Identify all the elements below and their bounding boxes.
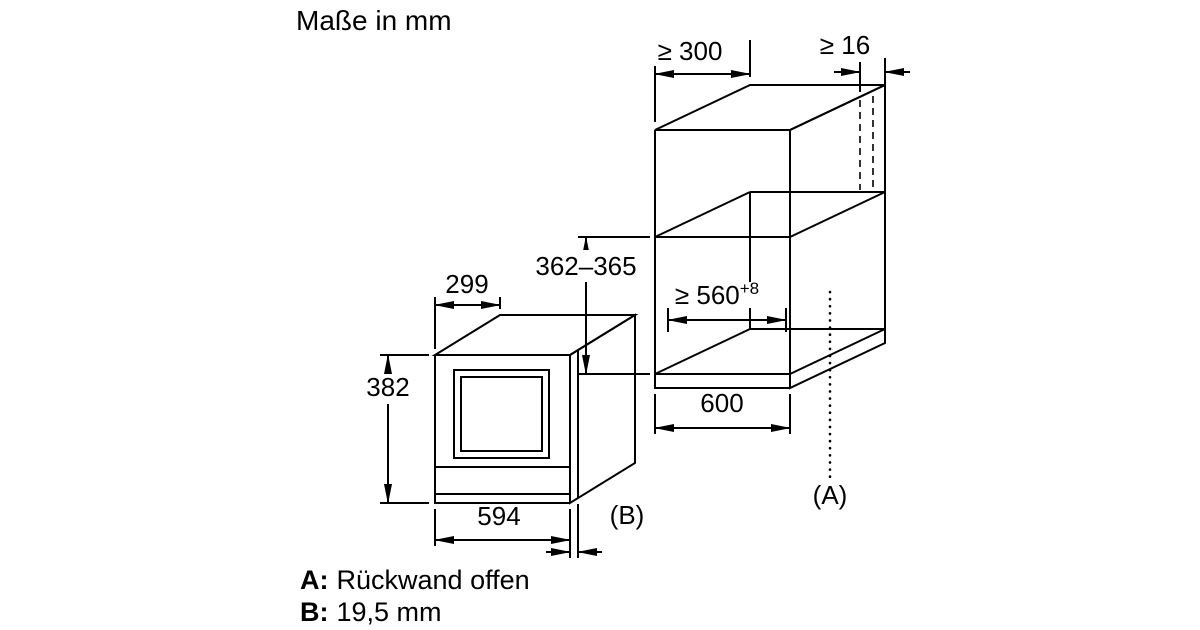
legend-line-b: B: 19,5 mm (300, 597, 442, 627)
niche-ceiling-left-edge (654, 191, 751, 238)
cabinet-width-dimension (654, 394, 791, 434)
cabinet-right-face (789, 83, 886, 390)
appliance-top-face (431, 314, 639, 356)
niche-floor-right-edge (789, 328, 886, 375)
legend-key-a: A: (300, 565, 329, 595)
legend-value-a: Rückwand offen (337, 565, 530, 595)
niche-height-label: 362–365 (535, 251, 636, 281)
door-overhang-label: (B) (610, 500, 645, 530)
niche-floor-left-edge (654, 328, 751, 375)
open-back-label: (A) (813, 480, 848, 510)
cabinet-depth-label: ≥ 300 (658, 36, 723, 66)
appliance-front-face (434, 355, 570, 504)
appliance-height-label-bg (362, 374, 414, 404)
page-title: Maße in mm (296, 5, 452, 36)
appliance-drawing (431, 313, 639, 505)
cabinet-front-face (654, 130, 790, 389)
appliance-depth-dimension (434, 297, 501, 349)
cabinet-depth-dimension (654, 40, 751, 122)
niche-width-tolerance: +8 (740, 279, 759, 298)
appliance-right-face (569, 313, 636, 505)
niche-ceiling-right-edge (789, 191, 886, 238)
door-overhang-dimension (546, 504, 602, 558)
appliance-width-label: 594 (477, 501, 520, 531)
cabinet-width-label: 600 (700, 388, 743, 418)
cabinet-rear-gap-label: ≥ 16 (820, 30, 870, 60)
niche-width-label-bg (656, 282, 778, 308)
door-window-outer (453, 369, 550, 459)
legend-value-b: 19,5 mm (337, 597, 442, 627)
cabinet-top-face (654, 84, 886, 131)
door-window-inner (460, 376, 543, 452)
cabinet-rear-gap-dimension (834, 58, 910, 92)
legend-line-a: A: Rückwand offen (300, 565, 530, 595)
niche-width-label: ≥ 560+8 (675, 279, 759, 310)
appliance-depth-label: 299 (445, 269, 488, 299)
cabinet-drawing (654, 83, 886, 390)
legend-key-b: B: (300, 597, 329, 627)
niche-height-label-bg (532, 250, 640, 282)
niche-width-value: ≥ 560 (675, 280, 740, 310)
niche-width-dimension (667, 308, 787, 332)
appliance-height-label: 382 (366, 372, 409, 402)
